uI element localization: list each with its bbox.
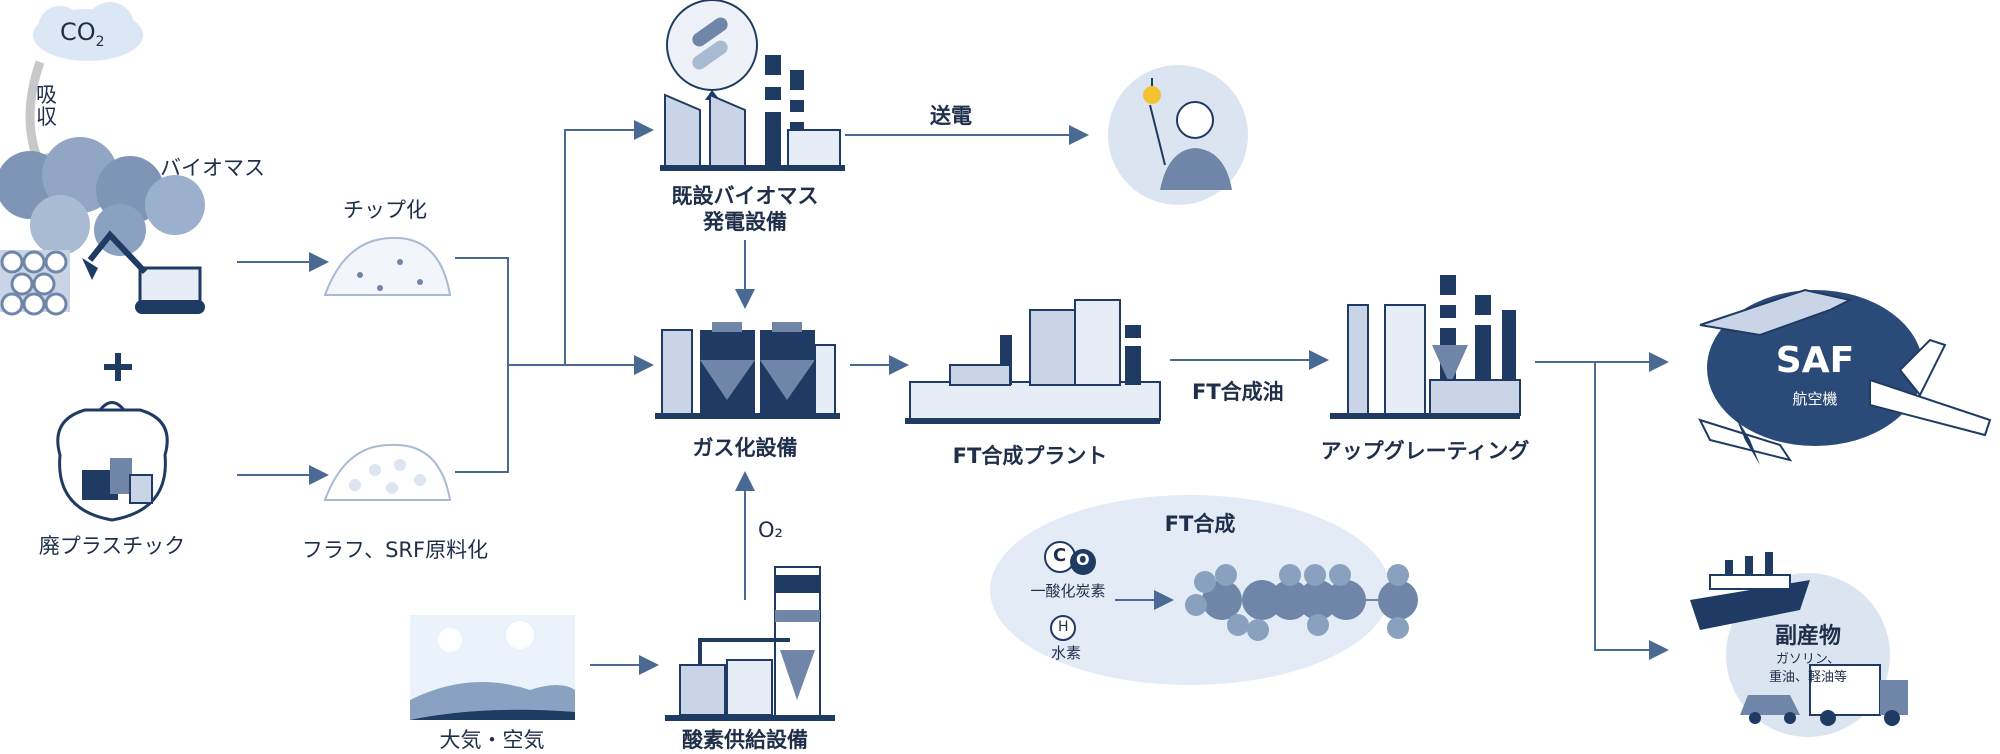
logs-icon xyxy=(0,250,70,316)
h-atom: H xyxy=(1058,619,1069,635)
existing-plant-label-1: 既設バイオマス xyxy=(671,184,819,208)
flow-arrows xyxy=(237,120,1669,675)
ft-synthesis-plant-icon xyxy=(905,299,1161,424)
ft-plant-label: FT合成プラント xyxy=(952,444,1108,468)
power-transmission-label: 送電 xyxy=(930,104,972,128)
chip-label: チップ化 xyxy=(343,198,427,222)
oxygen-supply-label: 酸素供給設備 xyxy=(682,728,808,752)
saf-aircraft-icon xyxy=(1698,288,1992,465)
power-consumer-icon xyxy=(1108,65,1248,205)
existing-biomass-plant-icon xyxy=(660,0,845,171)
co-atom-c: C xyxy=(1053,545,1067,566)
byproducts-icon xyxy=(1690,552,1908,737)
fluff-pile-icon xyxy=(323,443,452,501)
ft-synthesis-label: FT合成 xyxy=(1164,512,1236,536)
ft-synthesis-panel xyxy=(990,495,1390,685)
waste-plastic-label: 廃プラスチック xyxy=(38,534,186,558)
byproducts-label: 副産物 xyxy=(1774,624,1842,649)
air-label: 大気・空気 xyxy=(439,728,545,752)
gasification-label: ガス化設備 xyxy=(692,436,798,460)
co2-cloud-icon xyxy=(33,2,143,61)
fluff-label: フラフ、SRF原料化 xyxy=(301,538,489,562)
forest-icon xyxy=(0,137,205,256)
byproducts-detail-2: 重油、軽油等 xyxy=(1768,670,1848,685)
saf-label: SAF xyxy=(1775,340,1855,381)
excavator-icon xyxy=(82,230,205,314)
oxygen-supply-facility-icon xyxy=(665,566,835,721)
co-atom-o: O xyxy=(1076,550,1090,569)
co-molecule xyxy=(1044,541,1096,575)
gasification-plant-icon xyxy=(655,322,840,419)
byproducts-detail-1: ガソリン、 xyxy=(1775,652,1841,667)
h-molecule xyxy=(1050,615,1076,641)
carbon-monoxide-label: 一酸化炭素 xyxy=(1030,582,1106,600)
wood-chips-icon xyxy=(323,236,452,296)
ft-oil-label: FT合成油 xyxy=(1192,380,1284,404)
plus-icon xyxy=(104,353,132,381)
hydrogen-label: 水素 xyxy=(1050,644,1082,662)
co2-label: CO2 xyxy=(60,18,105,50)
waste-plastic-bag-icon xyxy=(56,401,169,522)
air-landscape-icon xyxy=(410,615,575,720)
upgrading-plant-icon xyxy=(1330,275,1521,419)
hydrocarbon-chain xyxy=(1185,564,1418,641)
o2-label: O₂ xyxy=(758,518,783,542)
absorb-label: 吸 収 xyxy=(36,83,57,129)
upgrading-label: アップグレーティング xyxy=(1320,439,1530,463)
existing-plant-label-2: 発電設備 xyxy=(703,210,787,234)
biomass-label: バイオマス xyxy=(160,156,265,180)
aircraft-label: 航空機 xyxy=(1792,390,1838,408)
